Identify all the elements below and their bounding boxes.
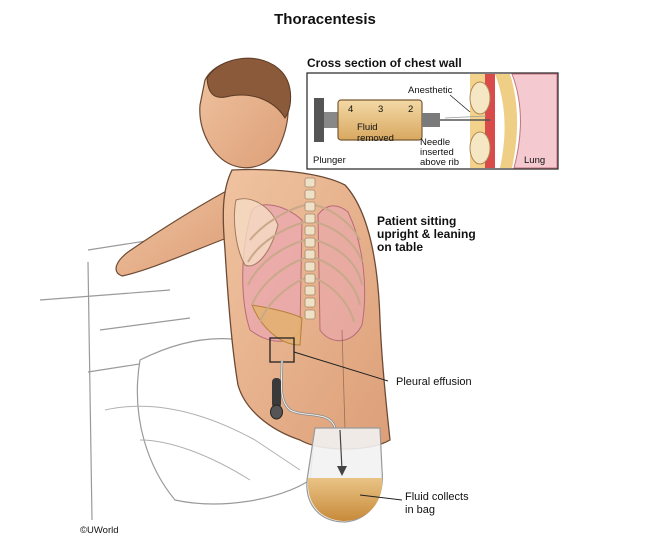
fluid-collects-label: Fluid collects in bag: [405, 491, 472, 516]
pleural-effusion-fluid: [251, 304, 303, 346]
pleural-fluid-inset: [495, 74, 518, 168]
sheet-fold: [104, 405, 301, 481]
lung-inset: [511, 73, 558, 169]
collected-fluid: [307, 478, 383, 521]
syringe-mark-3: 3: [378, 104, 383, 115]
anesthetic-needle: [444, 115, 487, 119]
syringe-plunger-rod: [324, 112, 340, 128]
rib-lower: [469, 131, 491, 165]
patient-hair: [206, 57, 292, 119]
syringe-mark-2: 2: [408, 104, 413, 115]
fluid-flow-arrow: [339, 429, 343, 471]
spine: [304, 177, 316, 320]
rib-upper: [469, 81, 491, 115]
fluid-removed-label: Fluid removed: [357, 122, 394, 144]
stopcock-valve: [270, 378, 283, 420]
anesthetic-leader: [449, 94, 471, 113]
copyright-label: ©UWorld: [80, 525, 119, 536]
plunger-label: Plunger: [313, 155, 346, 166]
syringe-tip: [422, 113, 440, 127]
inset-heading: Cross section of chest wall: [307, 56, 462, 70]
anesthetic-label: Anesthetic: [408, 85, 453, 96]
collection-bag: [306, 427, 383, 523]
lung-label: Lung: [524, 155, 545, 166]
fluid-flow-arrowhead: [337, 466, 347, 476]
muscle-layer: [485, 74, 495, 168]
drain-tubing-highlight: [280, 359, 336, 429]
leader-lines: [293, 351, 403, 501]
syringe-mark-4: 4: [348, 104, 353, 115]
inset-cross-section: Cross section of chest wall 4 3 2 Fluid …: [306, 56, 559, 170]
diagram-title: Thoracentesis: [274, 11, 376, 28]
patient-position-label: Patient sitting upright & leaning on tab…: [377, 214, 479, 254]
pleural-effusion-label: Pleural effusion: [396, 376, 472, 388]
ribs: [247, 204, 363, 323]
patient-arm: [115, 187, 233, 277]
back-midline: [341, 329, 346, 431]
syringe-plunger-cap: [314, 98, 324, 142]
needle-label: Needle inserted above rib: [420, 137, 459, 168]
